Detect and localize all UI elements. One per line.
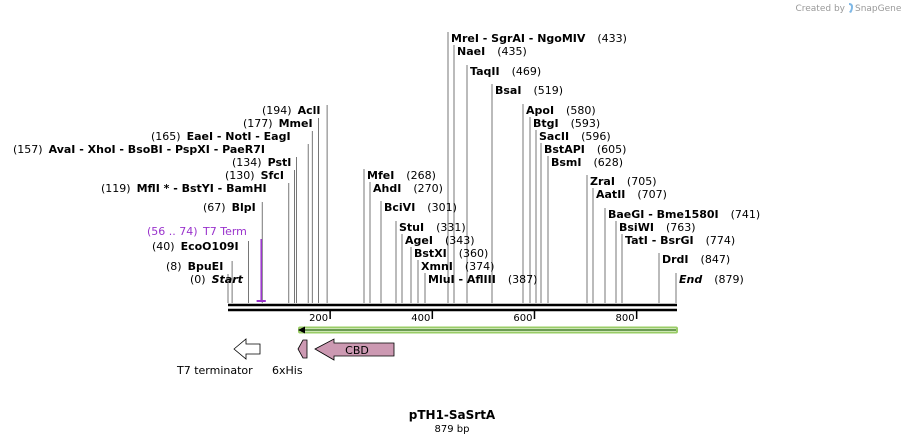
site-label: (119)MflI * - BstYI - BamHI (101, 182, 267, 195)
site-bsmi[interactable]: BsmI(628) (551, 156, 623, 169)
site-label: End(879) (679, 273, 744, 286)
site-label: (8)BpuEI (166, 260, 223, 273)
site-label: ZraI(705) (590, 175, 657, 188)
credit-text: Created by (795, 4, 845, 14)
site-label: AgeI(343) (405, 234, 475, 247)
site-label: MluI - AflIII(387) (428, 273, 537, 286)
site-label: BsaI(519) (495, 84, 563, 97)
site-mfei[interactable]: MfeI(268) (367, 169, 436, 182)
plasmid-size: 879 bp (435, 424, 470, 435)
feature-cbd[interactable]: CBD (314, 338, 395, 361)
site-labels: (0)Start(8)BpuEI (40)EcoO109I (67)BlpI (119… (13, 32, 760, 286)
site-tati[interactable]: TatI - BsrGI(774) (625, 234, 735, 247)
site-sacii[interactable]: SacII(596) (539, 130, 611, 143)
site-start[interactable]: (0)Start (190, 273, 244, 286)
dna-backbone (228, 303, 677, 312)
site-label: BsmI(628) (551, 156, 623, 169)
ruler-tick-label: 400 (411, 313, 430, 324)
ruler-tick-label: 200 (309, 313, 328, 324)
plasmid-name: pTH1-SaSrtA (409, 408, 496, 422)
feature-t7-terminator[interactable]: T7 terminator (176, 338, 261, 377)
ruler-ticks: 200 400 600 800 (309, 311, 638, 324)
site-label: (177)MmeI (243, 117, 313, 130)
site-naei[interactable]: NaeI(435) (457, 45, 527, 58)
site-mlui[interactable]: MluI - AflIII(387) (428, 273, 537, 286)
primer-name: T7 Term (202, 225, 247, 238)
site-label: BaeGI - Bme1580I(741) (608, 208, 760, 221)
site-baegi[interactable]: BaeGI - Bme1580I(741) (608, 208, 760, 221)
site-label: (67)BlpI (203, 201, 256, 214)
site-sfci[interactable]: (130)SfcI (225, 169, 284, 182)
feature-label-6xhis: 6xHis (272, 364, 303, 377)
site-bsai[interactable]: BsaI(519) (495, 84, 563, 97)
site-label: NaeI(435) (457, 45, 527, 58)
site-label: XmnI(374) (421, 260, 494, 273)
site-btgi[interactable]: BtgI(593) (533, 117, 600, 130)
site-label: BstXI(360) (414, 247, 488, 260)
site-label: TatI - BsrGI(774) (625, 234, 735, 247)
site-xmni[interactable]: XmnI(374) (421, 260, 494, 273)
site-label: (40)EcoO109I (152, 240, 239, 253)
site-bstapi[interactable]: BstAPI(605) (544, 143, 626, 156)
site-label: SacII(596) (539, 130, 611, 143)
site-label: BstAPI(605) (544, 143, 626, 156)
site-avai[interactable]: (157)AvaI - XhoI - BsoBI - PspXI - PaeR7… (13, 143, 265, 156)
site-label: AatII(707) (596, 188, 667, 201)
site-drdi[interactable]: DrdI(847) (662, 253, 730, 266)
site-blpi[interactable]: (67)BlpI (203, 201, 256, 214)
site-label: (194)AclI (262, 104, 321, 117)
orf-arrow[interactable] (298, 326, 678, 334)
site-taqii[interactable]: TaqII(469) (470, 65, 541, 78)
site-mfli[interactable]: (119)MflI * - BstYI - BamHI (101, 182, 267, 195)
site-lines (227, 32, 677, 303)
site-bpuei[interactable]: (8)BpuEI (166, 260, 223, 273)
site-label: (165)EaeI - NotI - EagI (151, 130, 291, 143)
site-mmei[interactable]: (177)MmeI (243, 117, 313, 130)
site-label: ApoI(580) (526, 104, 596, 117)
site-label: DrdI(847) (662, 253, 730, 266)
orf-arrowhead-icon (298, 326, 305, 334)
t7-terminator-arrow-icon (233, 338, 261, 360)
site-label: (0)Start (190, 273, 244, 286)
site-aatii[interactable]: AatII(707) (596, 188, 667, 201)
site-agei[interactable]: AgeI(343) (405, 234, 475, 247)
site-mrei[interactable]: MreI - SgrAI - NgoMIV(433) (451, 32, 627, 45)
feature-6xhis[interactable]: 6xHis (272, 339, 308, 377)
primer-range: (56 .. 74) (147, 225, 198, 238)
site-bcivi[interactable]: BciVI(301) (384, 201, 457, 214)
site-ecoo109i[interactable]: (40)EcoO109I (152, 240, 239, 253)
site-label: (134)PstI (232, 156, 291, 169)
site-label: TaqII(469) (470, 65, 541, 78)
site-eaei[interactable]: (165)EaeI - NotI - EagI (151, 130, 291, 143)
site-label: MfeI(268) (367, 169, 436, 182)
site-label: BtgI(593) (533, 117, 600, 130)
site-bstxi[interactable]: BstXI(360) (414, 247, 488, 260)
site-ahdi[interactable]: AhdI(270) (373, 182, 443, 195)
site-label: (157)AvaI - XhoI - BsoBI - PspXI - PaeR7… (13, 143, 265, 156)
feature-label-t7-terminator: T7 terminator (176, 364, 253, 377)
feature-label-cbd: CBD (345, 344, 369, 357)
site-label: BciVI(301) (384, 201, 457, 214)
6xhis-arrow-icon (297, 339, 308, 359)
cbd-arrow-icon (314, 338, 395, 361)
ruler-tick-label: 800 (616, 313, 635, 324)
site-zrai[interactable]: ZraI(705) (590, 175, 657, 188)
site-label: (130)SfcI (225, 169, 284, 182)
site-label: AhdI(270) (373, 182, 443, 195)
primer-t7-term[interactable]: (56 .. 74) T7 Term (147, 225, 266, 302)
site-label: StuI(331) (399, 221, 466, 234)
site-label: BsiWI(763) (619, 221, 696, 234)
site-label: MreI - SgrAI - NgoMIV(433) (451, 32, 627, 45)
site-bsiwi[interactable]: BsiWI(763) (619, 221, 696, 234)
ruler-tick-label: 600 (513, 313, 532, 324)
site-acli[interactable]: (194)AclI (262, 104, 321, 117)
credit-brand: SnapGene (855, 4, 902, 14)
site-end[interactable]: End(879) (679, 273, 744, 286)
site-psti[interactable]: (134)PstI (232, 156, 291, 169)
snapgene-logo-icon (849, 3, 853, 13)
site-stui[interactable]: StuI(331) (399, 221, 466, 234)
site-apoi[interactable]: ApoI(580) (526, 104, 596, 117)
